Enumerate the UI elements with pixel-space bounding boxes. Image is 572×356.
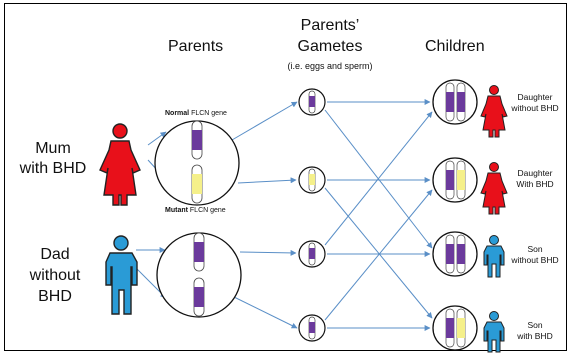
child-3-label: Son without BHD xyxy=(507,244,563,266)
gametes-header-line1: Parents’ xyxy=(300,17,360,34)
child-3-label-line1: Son xyxy=(527,244,543,254)
parent-gamete-arrows xyxy=(231,101,298,329)
child-cell-4 xyxy=(432,305,478,351)
link-mum-cell-top xyxy=(147,131,167,146)
son-2-figure xyxy=(483,311,505,353)
child-4-label: Son with BHD xyxy=(507,320,563,342)
child-2-label-line1: Daughter xyxy=(517,168,553,178)
daughter-1-figure xyxy=(480,85,508,138)
arrow-mum-bottom xyxy=(237,177,297,184)
mutant-gene-label: Mutant FLCN gene xyxy=(165,207,226,214)
mum-label-line1: Mum xyxy=(35,140,71,157)
child-2-label: Daughter With BHD xyxy=(507,168,563,190)
normal-gene-label-rest: FLCN gene xyxy=(189,110,227,117)
gamete-1 xyxy=(298,88,326,116)
gamete-child-arrows xyxy=(324,99,433,331)
arrow-dad-top xyxy=(239,249,297,256)
dad-label-line2: without xyxy=(29,267,81,284)
children-header: Children xyxy=(425,38,485,55)
dad-cell xyxy=(156,232,242,318)
dad-label-line3: BHD xyxy=(38,288,72,305)
child-cell-1 xyxy=(432,79,478,125)
mum-cell xyxy=(154,120,240,206)
diagram-frame xyxy=(4,3,567,351)
dad-label-line1: Dad xyxy=(40,246,70,263)
daughter-2-figure xyxy=(480,162,508,215)
mum-figure xyxy=(99,123,141,206)
arrow-g3-c1 xyxy=(324,111,433,246)
parents-header: Parents xyxy=(168,38,224,55)
gamete-4 xyxy=(298,314,326,342)
mutant-gene-label-bold: Mutant xyxy=(165,207,188,214)
gamete-2 xyxy=(298,166,326,194)
son-1-figure xyxy=(483,235,505,278)
dad-figure xyxy=(105,235,138,315)
gametes-header-line2: Gametes xyxy=(297,38,363,55)
arrow-mum-top xyxy=(231,101,298,141)
gamete-3 xyxy=(298,240,326,268)
arrow-dad-bottom xyxy=(231,295,298,329)
child-4-label-line2: with BHD xyxy=(517,331,553,341)
child-1-label-line2: without BHD xyxy=(511,103,559,113)
child-2-label-line2: With BHD xyxy=(516,179,554,189)
arrow-g2-c4 xyxy=(324,187,433,319)
child-1-label: Daughter without BHD xyxy=(507,92,563,114)
mutant-gene-label-rest: FLCN gene xyxy=(187,207,226,214)
child-3-label-line2: without BHD xyxy=(511,255,559,265)
mum-label-line2: with BHD xyxy=(19,160,87,177)
normal-gene-label-bold: Normal xyxy=(165,110,190,117)
child-4-label-line1: Son xyxy=(527,320,543,330)
child-cell-3 xyxy=(432,231,478,277)
normal-gene-label: Normal FLCN gene xyxy=(165,110,227,117)
child-1-label-line1: Daughter xyxy=(517,92,553,102)
gametes-note: (i.e. eggs and sperm) xyxy=(287,61,373,71)
child-cell-2 xyxy=(432,157,478,203)
arrow-g4-c2 xyxy=(324,189,433,321)
